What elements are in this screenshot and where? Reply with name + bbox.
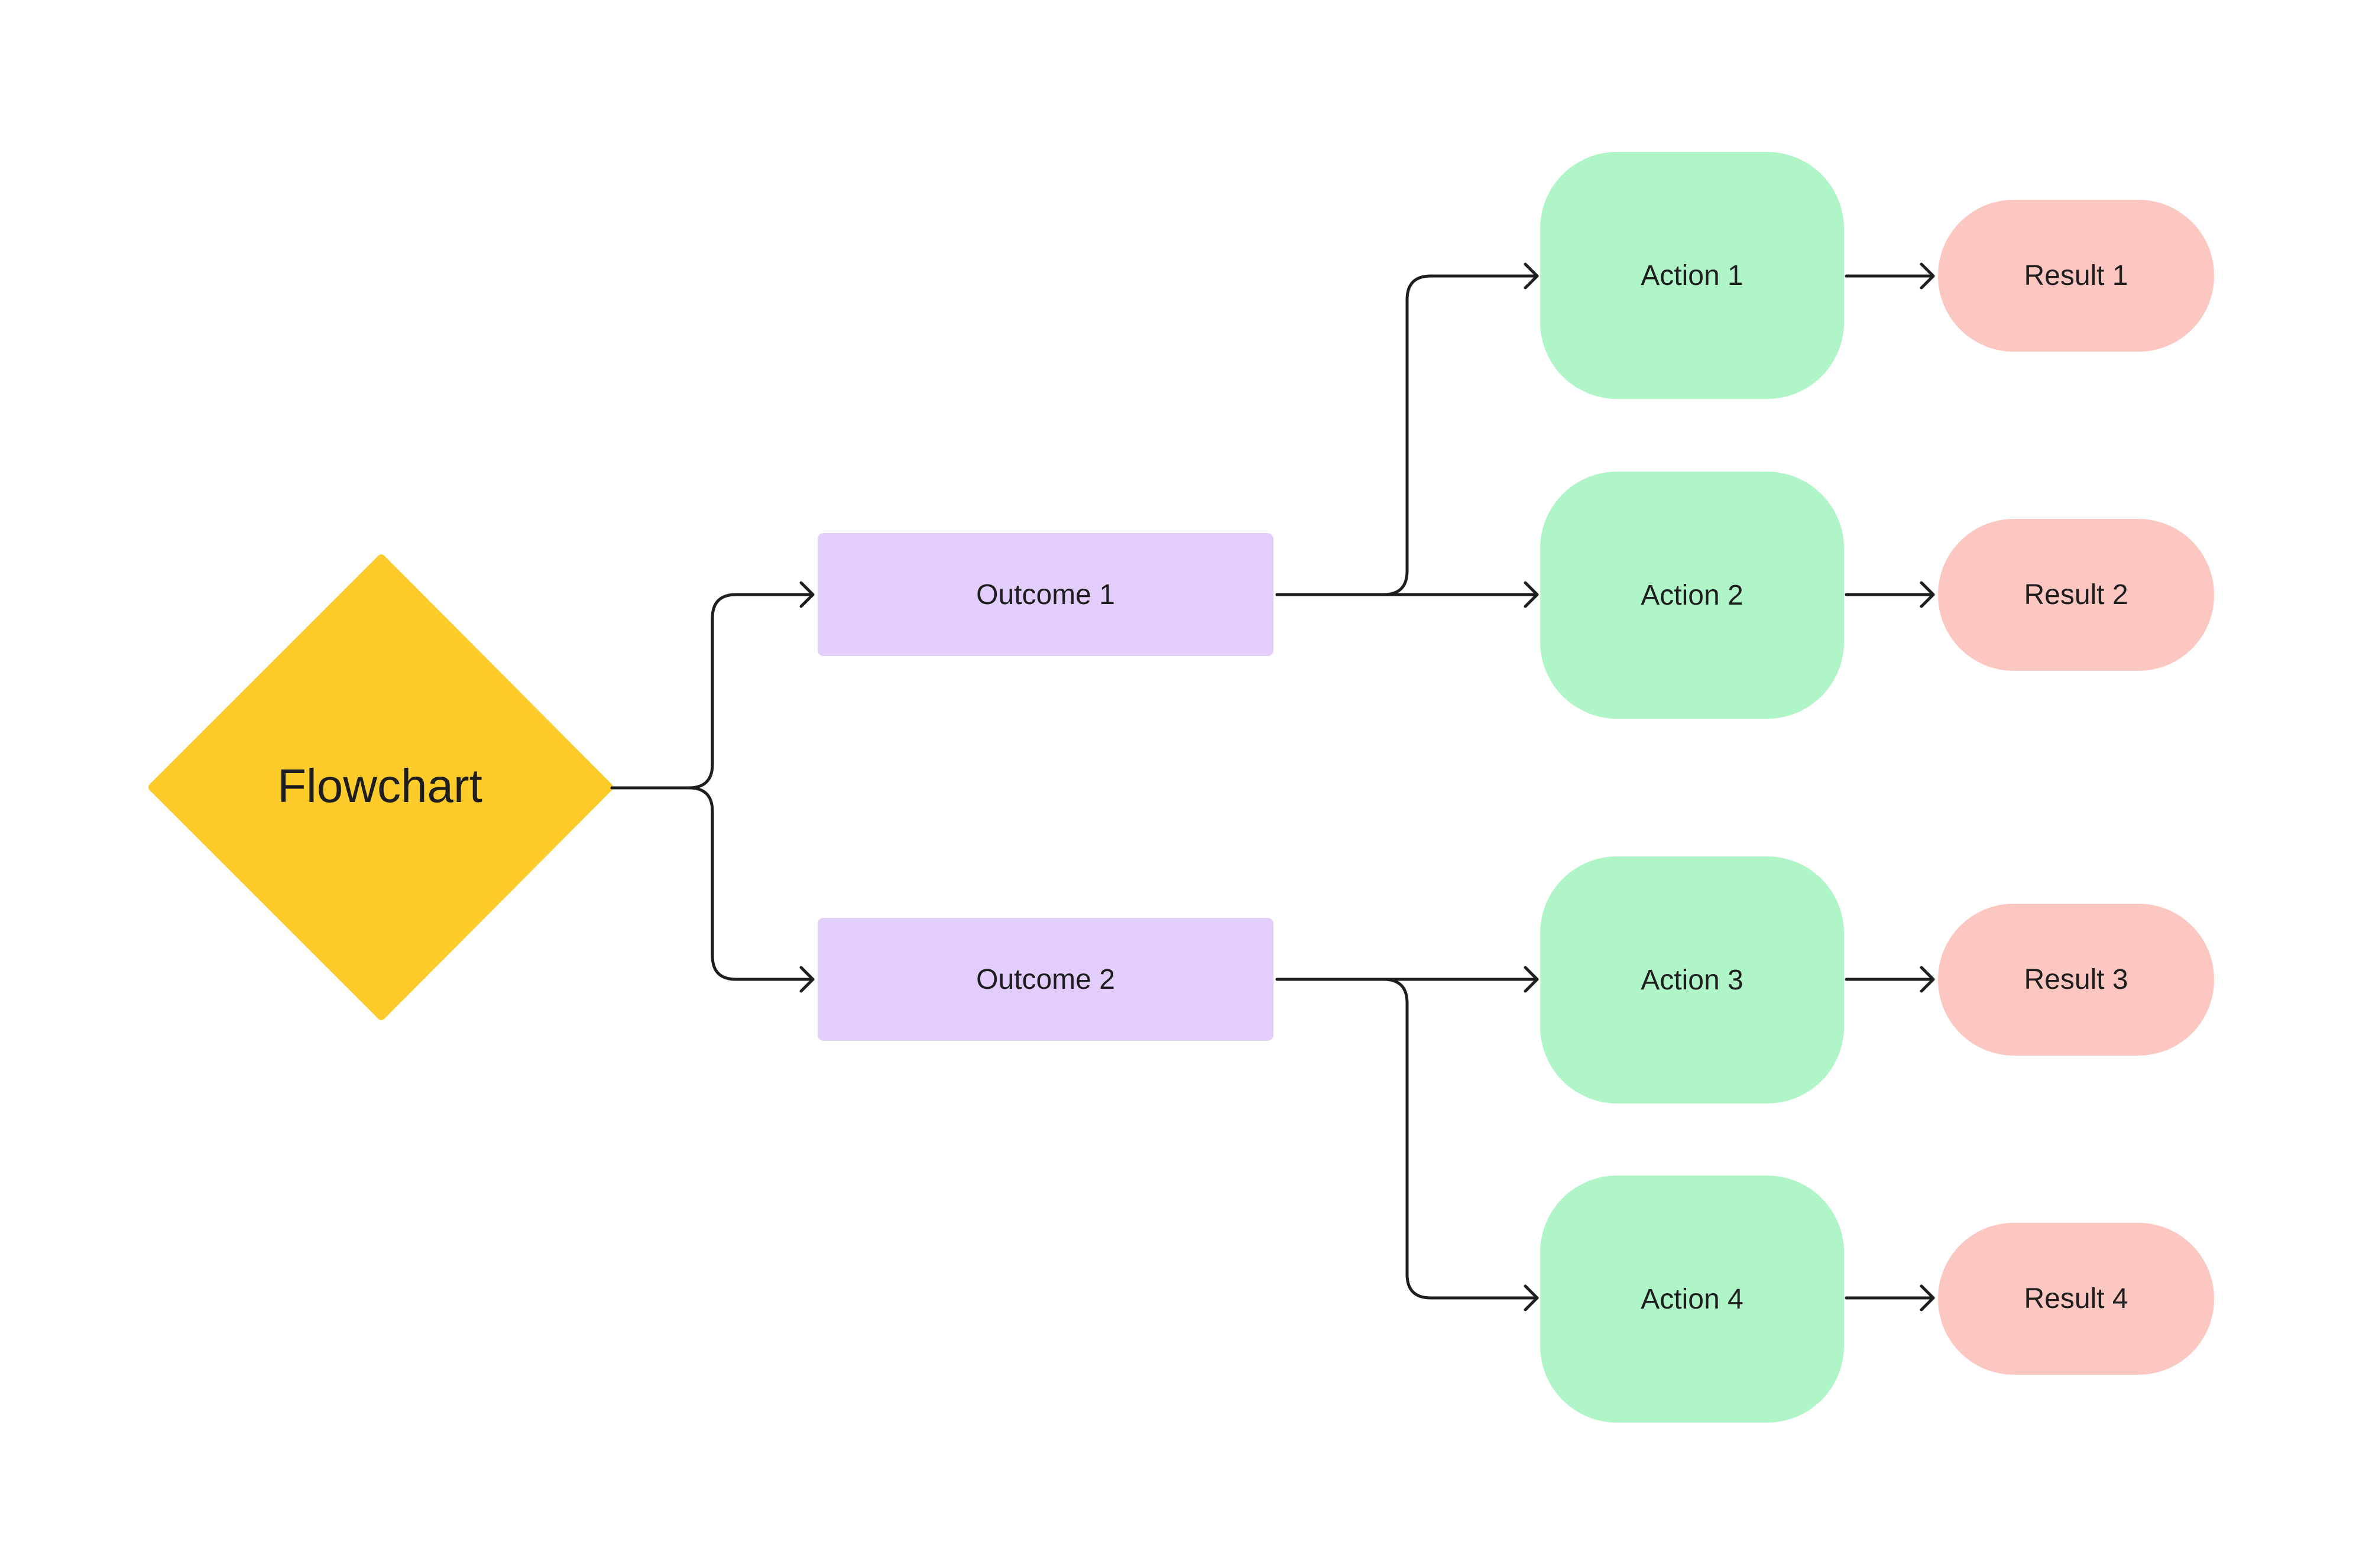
arrowhead-action-4 (1524, 1284, 1539, 1311)
action-label: Action 3 (1641, 964, 1743, 996)
arrowhead-outcome-2 (799, 966, 815, 993)
outcome-label: Outcome 1 (976, 579, 1115, 611)
arrowhead-action-3 (1524, 966, 1539, 993)
result-label: Result 2 (2024, 579, 2128, 611)
decision-label-text: Flowchart (277, 759, 482, 812)
action-label: Action 4 (1641, 1283, 1743, 1315)
result-label: Result 1 (2024, 260, 2128, 291)
result-node-1[interactable]: Result 1 (1938, 200, 2214, 352)
result-node-3[interactable]: Result 3 (1938, 904, 2214, 1056)
result-node-2[interactable]: Result 2 (1938, 519, 2214, 671)
connector-outcome-1-to-action-1 (1275, 274, 1539, 596)
decision-diamond[interactable] (148, 554, 613, 1020)
connector-outcome-2-to-action-4 (1275, 978, 1539, 1300)
arrowhead-result-4 (1920, 1284, 1935, 1311)
action-node-4[interactable]: Action 4 (1540, 1176, 1844, 1423)
action-label: Action 1 (1641, 259, 1743, 291)
arrowhead-result-1 (1920, 262, 1935, 290)
outcome-node-2[interactable]: Outcome 2 (818, 918, 1273, 1041)
arrowhead-action-2 (1524, 581, 1539, 608)
arrowhead-action-1 (1524, 262, 1539, 290)
decision-label: Flowchart (154, 727, 606, 845)
action-node-2[interactable]: Action 2 (1540, 472, 1844, 719)
connector-decision-to-outcome-1 (610, 593, 815, 790)
action-node-3[interactable]: Action 3 (1540, 856, 1844, 1103)
result-label: Result 3 (2024, 964, 2128, 995)
outcome-node-1[interactable]: Outcome 1 (818, 533, 1273, 656)
action-node-1[interactable]: Action 1 (1540, 152, 1844, 399)
action-label: Action 2 (1641, 579, 1743, 611)
result-label: Result 4 (2024, 1283, 2128, 1314)
connector-decision-to-outcome-2 (610, 786, 815, 981)
result-node-4[interactable]: Result 4 (1938, 1223, 2214, 1375)
arrowhead-outcome-1 (799, 581, 815, 608)
outcome-label: Outcome 2 (976, 963, 1115, 995)
arrowhead-result-2 (1920, 581, 1935, 608)
arrowhead-result-3 (1920, 966, 1935, 993)
